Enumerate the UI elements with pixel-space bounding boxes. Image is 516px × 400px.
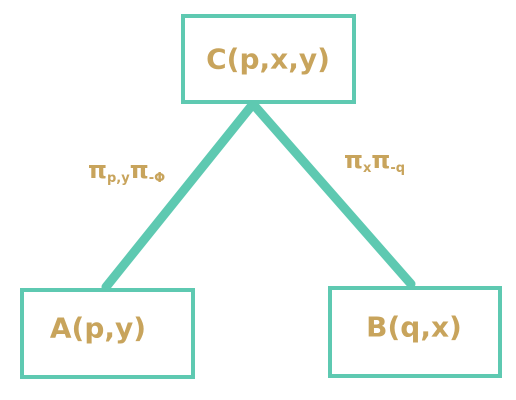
edge-label-right-pi-1: π (344, 146, 363, 174)
node-c: C(p,x,y) (181, 14, 356, 104)
edge-label-left: πp,yπ-Φ (88, 156, 165, 186)
node-c-label: C(p,x,y) (206, 43, 330, 76)
edge-label-right-sub-1: x (363, 161, 372, 176)
edge-label-left-sub-1: p,y (107, 171, 130, 186)
node-a: A(p,y) (20, 288, 195, 379)
node-c-box (181, 14, 356, 104)
edge-label-left-pi-2: π (130, 156, 149, 184)
node-b-box (328, 286, 502, 378)
node-a-box (20, 288, 195, 379)
edge-c-to-b (248, 99, 416, 289)
node-a-label: A(p,y) (50, 312, 146, 345)
edge-c-to-a (101, 99, 258, 292)
edge-label-right-sub-2: -q (390, 161, 405, 176)
node-b-label: B(q,x) (366, 311, 462, 344)
edge-label-right: πxπ-q (344, 146, 405, 176)
edge-label-right-pi-2: π (371, 146, 390, 174)
node-b: B(q,x) (328, 286, 502, 378)
edge-label-left-pi-1: π (88, 156, 107, 184)
edge-label-left-sub-2: -Φ (149, 171, 165, 186)
